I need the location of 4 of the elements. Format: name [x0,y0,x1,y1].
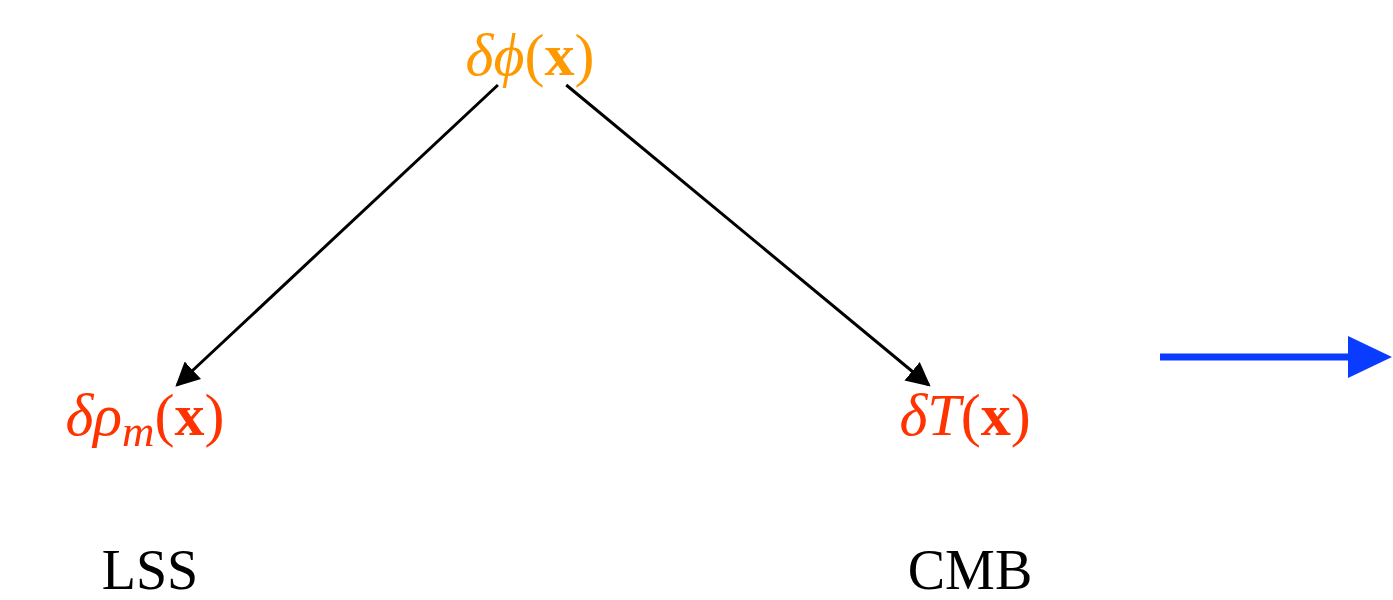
arrow [175,83,499,387]
node-label: CMB [907,542,1033,598]
node-label: LSS [101,542,199,598]
arrow [565,83,931,387]
